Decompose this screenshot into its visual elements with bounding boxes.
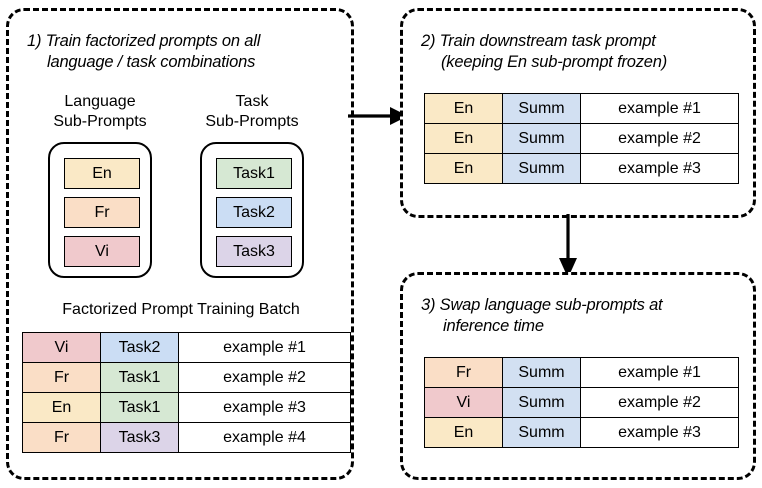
- panel-2-title-line1: 2) Train downstream task prompt: [421, 32, 656, 50]
- task-pill-task2[interactable]: Task2: [216, 197, 292, 228]
- panel-1-title-line1: 1) Train factorized prompts on all: [27, 32, 261, 50]
- panel-2-title: 2) Train downstream task prompt (keeping…: [403, 31, 753, 73]
- cell-task-sub-prompt: Task1: [100, 362, 179, 393]
- cell-language-sub-prompt: En: [424, 153, 503, 184]
- panel-2-title-line2: (keeping En sub-prompt frozen): [441, 53, 668, 71]
- task-pill-task1[interactable]: Task1: [216, 158, 292, 189]
- task-sub-prompts-label: Task Sub-Prompts: [184, 92, 320, 132]
- factorized-prompt-training-batch-caption: Factorized Prompt Training Batch: [62, 301, 300, 318]
- task-pill-task3[interactable]: Task3: [216, 236, 292, 267]
- cell-task-sub-prompt: Summ: [502, 93, 581, 124]
- language-sub-prompts-label: Language Sub-Prompts: [32, 92, 168, 132]
- language-label-line1: Language: [64, 93, 136, 110]
- cell-example: example #4: [178, 422, 351, 453]
- cell-language-sub-prompt: Vi: [22, 332, 101, 363]
- cell-example: example #1: [580, 357, 739, 388]
- cell-task-sub-prompt: Summ: [502, 357, 581, 388]
- cell-task-sub-prompt: Summ: [502, 387, 581, 418]
- cell-example: example #3: [580, 153, 739, 184]
- cell-language-sub-prompt: Fr: [22, 422, 101, 453]
- cell-example: example #2: [580, 387, 739, 418]
- language-sub-prompt-group: En Fr Vi: [48, 142, 152, 278]
- cell-task-sub-prompt: Summ: [502, 153, 581, 184]
- cell-example: example #3: [580, 417, 739, 448]
- cell-example: example #2: [580, 123, 739, 154]
- cell-example: example #2: [178, 362, 351, 393]
- arrow-panel1-to-panel2: [348, 107, 408, 125]
- language-label-line2: Sub-Prompts: [53, 113, 147, 130]
- cell-language-sub-prompt: En: [424, 93, 503, 124]
- cell-task-sub-prompt: Task1: [100, 392, 179, 423]
- arrow-panel2-to-panel3: [559, 214, 577, 278]
- cell-language-sub-prompt: En: [424, 123, 503, 154]
- cell-example: example #3: [178, 392, 351, 423]
- cell-task-sub-prompt: Summ: [502, 417, 581, 448]
- cell-language-sub-prompt: En: [22, 392, 101, 423]
- task-label-line1: Task: [235, 93, 269, 110]
- language-pill-en[interactable]: En: [64, 158, 140, 189]
- cell-task-sub-prompt: Summ: [502, 123, 581, 154]
- cell-language-sub-prompt: Fr: [22, 362, 101, 393]
- cell-task-sub-prompt: Task2: [100, 332, 179, 363]
- task-sub-prompt-group: Task1 Task2 Task3: [200, 142, 304, 278]
- cell-task-sub-prompt: Task3: [100, 422, 179, 453]
- cell-language-sub-prompt: En: [424, 417, 503, 448]
- cell-example: example #1: [178, 332, 351, 363]
- cell-example: example #1: [580, 93, 739, 124]
- task-label-line2: Sub-Prompts: [205, 113, 299, 130]
- language-pill-vi[interactable]: Vi: [64, 236, 140, 267]
- panel-3-title: 3) Swap language sub-prompts at inferenc…: [403, 295, 753, 337]
- panel-1-title: 1) Train factorized prompts on all langu…: [9, 31, 351, 73]
- panel-3-title-line2: inference time: [443, 317, 544, 335]
- panel-3-title-line1: 3) Swap language sub-prompts at: [421, 296, 663, 314]
- panel-1-title-line2: language / task combinations: [47, 53, 256, 71]
- cell-language-sub-prompt: Vi: [424, 387, 503, 418]
- cell-language-sub-prompt: Fr: [424, 357, 503, 388]
- language-pill-fr[interactable]: Fr: [64, 197, 140, 228]
